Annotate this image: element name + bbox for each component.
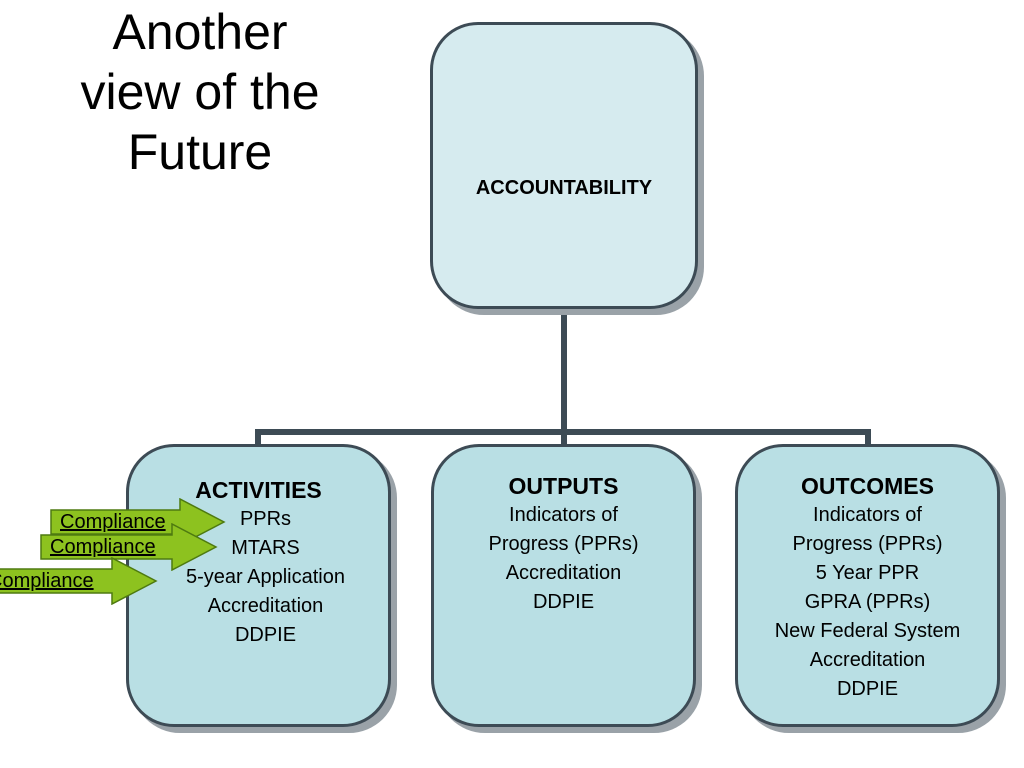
right-arrow-icon <box>0 557 158 605</box>
outputs-item: Progress (PPRs) <box>488 533 639 555</box>
outcomes-item: GPRA (PPRs) <box>804 591 931 613</box>
accountability-box: ACCOUNTABILITY <box>430 22 698 309</box>
compliance-link[interactable]: Compliance <box>60 511 166 533</box>
activities-item: DDPIE <box>234 624 297 646</box>
activities-item: 5-year Application <box>186 566 345 588</box>
activities-item: Accreditation <box>207 595 324 617</box>
slide-title-line-1: Another <box>112 4 288 60</box>
compliance-link[interactable]: Compliance <box>50 536 156 558</box>
accountability-label: ACCOUNTABILITY <box>475 177 653 199</box>
outcomes-heading: OUTCOMES <box>801 473 934 499</box>
slide-title: Another view of the Future <box>40 2 360 182</box>
outputs-heading: OUTPUTS <box>508 473 619 499</box>
outcomes-item: 5 Year PPR <box>815 562 920 584</box>
outputs-box: OUTPUTS Indicators of Progress (PPRs) Ac… <box>431 444 696 727</box>
outcomes-item: DDPIE <box>836 678 899 700</box>
outcomes-item: New Federal System <box>774 620 961 642</box>
right-arrow-icon <box>40 523 218 571</box>
activities-heading: ACTIVITIES <box>195 477 322 503</box>
slide-title-line-2: view of the <box>80 64 320 120</box>
outputs-item: Indicators of <box>509 504 618 526</box>
outcomes-item: Indicators of <box>813 504 922 526</box>
outcomes-item: Progress (PPRs) <box>792 533 943 555</box>
activities-item: PPRs <box>239 508 292 530</box>
outputs-item: DDPIE <box>532 591 595 613</box>
activities-box: ACTIVITIES PPRs MTARS 5-year Application… <box>126 444 391 727</box>
outputs-item: Accreditation <box>505 562 622 584</box>
compliance-arrow-application[interactable]: Compliance <box>0 557 158 605</box>
slide-title-line-3: Future <box>127 124 273 180</box>
activities-item: MTARS <box>231 537 300 559</box>
outcomes-box: OUTCOMES Indicators of Progress (PPRs) 5… <box>735 444 1000 727</box>
compliance-link[interactable]: Compliance <box>0 570 94 592</box>
compliance-arrow-mtars[interactable]: Compliance <box>40 523 218 571</box>
outcomes-item: Accreditation <box>809 649 926 671</box>
